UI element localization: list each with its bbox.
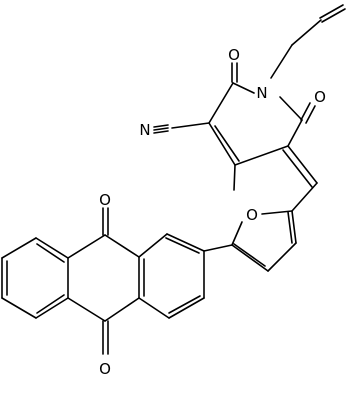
atom-label-oxygen: O [228, 46, 240, 64]
atom-label-nitrogen: N [256, 84, 267, 102]
atom-label-oxygen: O [314, 88, 326, 106]
bond [138, 297, 170, 319]
atom-label-oxygen: O [99, 360, 111, 378]
bond [166, 233, 205, 252]
bond [153, 130, 169, 134]
pyridinedione-ring [208, 82, 303, 166]
bond [319, 4, 344, 19]
bond [168, 295, 201, 314]
atom-label-oxygen: O [99, 191, 111, 209]
bond [153, 127, 169, 131]
bond [261, 210, 293, 215]
atom-label-oxygen: O [246, 206, 258, 224]
anthraquinone-central-ring [67, 234, 140, 322]
bond [36, 243, 65, 263]
bond [35, 297, 69, 319]
bond [168, 297, 205, 319]
bond [234, 145, 289, 166]
bond [104, 234, 140, 258]
bond [153, 124, 169, 128]
bond [67, 297, 106, 322]
bond [305, 105, 316, 124]
furan-ring [231, 210, 297, 272]
bond [300, 102, 311, 121]
bond [214, 125, 240, 162]
bond [231, 221, 243, 246]
bond [171, 122, 210, 129]
bond [232, 82, 255, 94]
bond [233, 243, 266, 267]
bond [1, 237, 37, 259]
bond [138, 233, 168, 258]
bond [279, 96, 303, 121]
bond [1, 297, 37, 319]
anthraquinone-left-ring [1, 237, 69, 319]
bond [321, 8, 346, 23]
atom-label-nitrogen: N [139, 121, 150, 139]
bond [208, 122, 236, 166]
anthraquinone-right-ring [138, 233, 205, 319]
bond [291, 182, 318, 212]
bond [203, 244, 233, 252]
bond [231, 244, 269, 272]
bond [35, 237, 69, 259]
bond [291, 19, 322, 46]
bond [67, 234, 106, 259]
bond [287, 145, 318, 184]
bond [270, 44, 293, 79]
bond [282, 149, 313, 188]
bond [36, 294, 65, 314]
nitrile-group [153, 122, 210, 134]
bond [233, 164, 236, 191]
bond [291, 210, 297, 244]
bond [104, 297, 140, 322]
bond [267, 242, 297, 272]
bond [287, 119, 303, 147]
bond [165, 237, 200, 254]
allyl-group [270, 4, 346, 79]
bond [208, 82, 234, 124]
bond [287, 211, 293, 244]
